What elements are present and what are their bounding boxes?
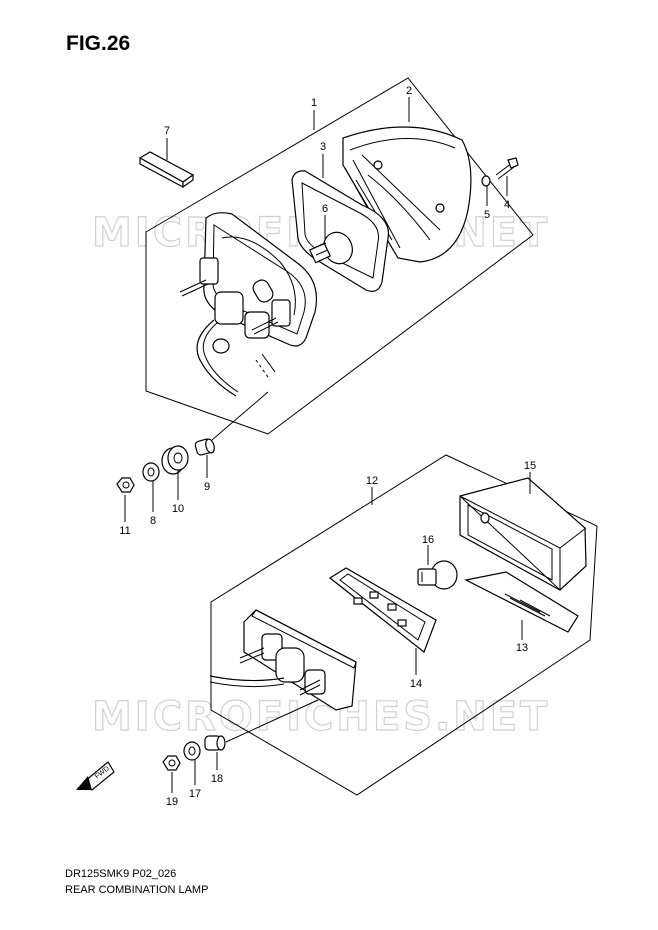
callout-5: 5: [484, 209, 490, 221]
part-7-strip: [138, 151, 195, 189]
callout-15: 15: [524, 460, 536, 472]
part-4-screw: [495, 157, 519, 180]
part-10-grommet: [161, 445, 189, 475]
lower-lamp-base: [209, 609, 357, 711]
callout-8: 8: [150, 515, 156, 527]
lower-lamp-assembly: [209, 454, 598, 796]
callout-10: 10: [172, 503, 184, 515]
callout-7: 7: [164, 125, 170, 137]
fwd-arrow-icon: FWD: [76, 761, 115, 791]
part-19-nut: [162, 755, 181, 771]
lamp-base: [179, 212, 318, 397]
callout-18: 18: [211, 773, 223, 785]
figure-title: FIG.26: [66, 32, 131, 55]
callout-19: 19: [166, 796, 178, 808]
watermark-bottom: MICROFICHES.NET: [92, 694, 550, 740]
part-9-grommet: [194, 438, 215, 456]
figure-name: REAR COMBINATION LAMP: [65, 884, 209, 896]
callout-1: 1: [311, 97, 317, 109]
part-11-nut: [116, 477, 135, 493]
part-16-bulb: [417, 560, 458, 590]
callout-12: 12: [366, 475, 378, 487]
assembly-1-outline: [145, 77, 534, 435]
part-15-cover: [459, 477, 587, 592]
callout-4: 4: [504, 199, 510, 211]
upper-lamp-assembly: [138, 77, 534, 441]
callout-3: 3: [320, 141, 326, 153]
part-5-washer: [481, 175, 491, 187]
model-code: DR125SMK9 P02_026: [65, 868, 177, 880]
part-18-grommet: [204, 735, 226, 751]
leader-to-9: [211, 391, 269, 441]
assembly-12-outline: [210, 454, 598, 796]
callout-14: 14: [410, 678, 422, 690]
part-6-bulb: [308, 231, 353, 265]
part-13-lens: [464, 571, 579, 633]
part-17-washer: [183, 741, 201, 761]
callout-11: 11: [119, 525, 130, 537]
callout-2: 2: [406, 85, 412, 97]
top-hardware: [116, 438, 215, 493]
callout-6: 6: [322, 203, 328, 215]
callout-16: 16: [422, 534, 434, 546]
part-3-gasket: [291, 170, 390, 292]
bottom-hardware: [162, 735, 226, 771]
callout-leaders: [124, 97, 531, 793]
part-14-gasket: [328, 567, 437, 653]
callout-13: 13: [516, 642, 528, 654]
callout-9: 9: [204, 481, 210, 493]
callout-17: 17: [189, 788, 201, 800]
part-8-washer: [142, 462, 160, 482]
leader-to-18: [225, 699, 319, 743]
